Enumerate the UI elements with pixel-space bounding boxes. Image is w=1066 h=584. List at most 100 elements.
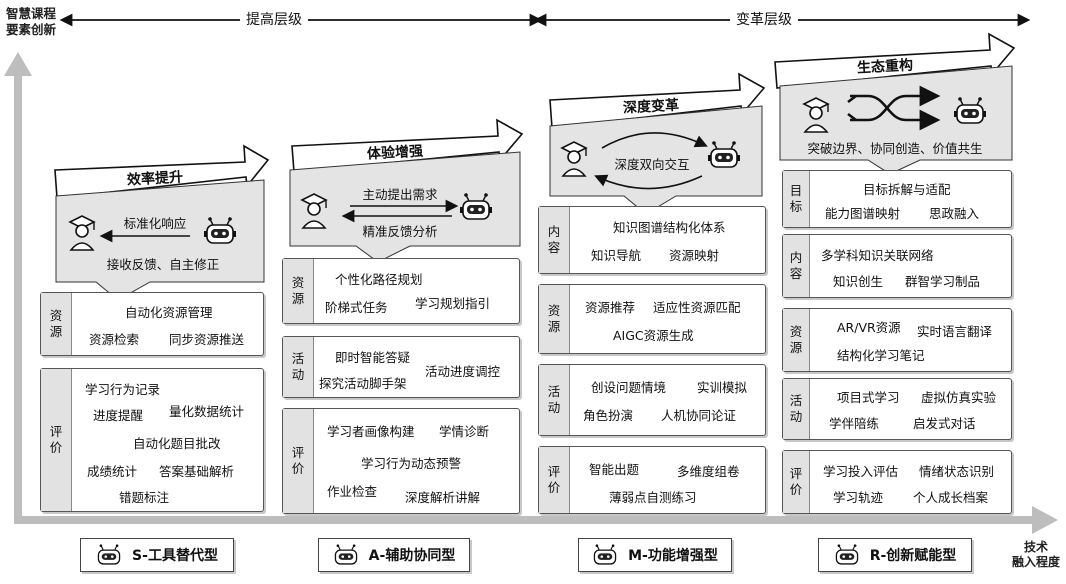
list-item: 适应性资源匹配 — [653, 300, 741, 315]
row-label: 目 标 — [783, 171, 810, 227]
legend-label: M-功能增强型 — [628, 548, 718, 564]
list-item: 人机协同论证 — [661, 408, 737, 423]
row-label: 内 容 — [783, 235, 810, 297]
row-label: 活 动 — [283, 337, 314, 397]
list-item: AR/VR资源 — [837, 320, 901, 335]
list-item: 学习者画像构建 — [327, 424, 415, 439]
row-label: 活 动 — [539, 365, 570, 435]
list-item: 智能出题 — [589, 462, 640, 477]
list-item: 薄弱点自测练习 — [609, 490, 697, 505]
robot-icon — [835, 544, 858, 565]
list-item: 个性化路径规划 — [335, 272, 423, 287]
cross-arrows-icon — [847, 85, 941, 131]
y-axis-title-line2: 要素创新 — [6, 22, 57, 37]
x-axis-title-line1: 技术 — [1023, 540, 1048, 554]
stage4-row-activities: 活 动 项目式学习 虚拟仿真实验 学伴陪练 启发式对话 — [782, 378, 1012, 440]
x-axis — [14, 506, 1058, 534]
list-item: 探究活动脚手架 — [319, 376, 407, 391]
legend-a-type: A-辅助协同型 — [318, 538, 470, 572]
list-item: 项目式学习 — [837, 390, 900, 405]
stage2-row-resources: 资 源 个性化路径规划 阶梯式任务 学习规划指引 — [282, 258, 520, 324]
list-item: 学习轨迹 — [833, 490, 884, 505]
stage2-row-evaluation: 评 价 学习者画像构建 学情诊断 学习行为动态预警 作业检查 深度解析讲解 — [282, 408, 520, 514]
row-label: 评 价 — [783, 451, 810, 513]
list-item: 自动化题目批改 — [133, 436, 221, 451]
stage1-row-evaluation: 评 价 学习行为记录 进度提醒 量化数据统计 自动化题目批改 成绩统计 答案基础… — [40, 368, 264, 512]
stage1-row-resources: 资 源 自动化资源管理 资源检索 同步资源推送 — [40, 292, 264, 356]
list-item: AIGC资源生成 — [613, 328, 694, 343]
legend-r-type: R-创新赋能型 — [818, 538, 972, 572]
list-item: 学习行为记录 — [85, 382, 161, 397]
list-item: 知识导航 — [591, 248, 642, 263]
level-label-right: 变革层级 — [730, 11, 798, 29]
list-item: 知识创生 — [833, 274, 884, 289]
robot-icon — [97, 544, 121, 565]
stage3-row-content: 内 容 知识图谱结构化体系 知识导航 资源映射 — [538, 206, 766, 274]
y-axis-title: 智慧课程 要素创新 — [6, 6, 66, 38]
robot-icon — [204, 217, 236, 244]
list-item: 学伴陪练 — [829, 416, 880, 431]
list-item: 目标拆解与适配 — [863, 182, 951, 197]
double-arrow-icon — [341, 199, 459, 223]
robot-icon — [593, 544, 617, 565]
list-item: 思政融入 — [929, 206, 980, 221]
list-item: 自动化资源管理 — [125, 305, 213, 320]
robot-icon — [334, 544, 357, 565]
callout-2-bottom-text: 精准反馈分析 — [362, 224, 438, 239]
list-item: 学习投入评估 — [823, 464, 899, 479]
list-item: 个人成长档案 — [913, 490, 989, 505]
row-label: 内 容 — [539, 207, 570, 273]
stage2-row-activities: 活 动 即时智能答疑 活动进度调控 探究活动脚手架 — [282, 336, 520, 398]
callout-2 — [289, 151, 521, 263]
list-item: 错题标注 — [119, 490, 170, 505]
row-label: 活 动 — [783, 379, 810, 439]
student-icon — [560, 141, 588, 177]
row-label: 资 源 — [283, 259, 314, 323]
list-item: 学习行为动态预警 — [361, 456, 462, 471]
row-label: 评 价 — [41, 369, 72, 511]
list-item: 活动进度调控 — [425, 364, 501, 379]
list-item: 答案基础解析 — [159, 464, 235, 479]
legend-s-type: S-工具替代型 — [80, 538, 234, 572]
list-item: 实时语言翻译 — [917, 324, 993, 339]
callout-4 — [779, 65, 1013, 175]
legend-label: S-工具替代型 — [132, 548, 218, 564]
list-item: 学习规划指引 — [415, 296, 491, 311]
list-item: 资源映射 — [669, 248, 720, 263]
row-label: 资 源 — [783, 309, 810, 371]
callout-4-text: 突破边界、协同创造、价值共生 — [807, 141, 983, 156]
list-item: 进度提醒 — [93, 408, 144, 423]
x-axis-title-line2: 融入程度 — [1011, 555, 1060, 569]
robot-icon — [954, 97, 986, 124]
list-item: 成绩统计 — [87, 464, 138, 479]
stage4-row-content: 内 容 多学科知识关联网络 知识创生 群智学习制品 — [782, 234, 1012, 298]
list-item: 情绪状态识别 — [919, 464, 995, 479]
level-label-left: 提高层级 — [240, 11, 308, 29]
list-item: 学情诊断 — [439, 424, 490, 439]
list-item: 阶梯式任务 — [325, 300, 388, 315]
legend-m-type: M-功能增强型 — [578, 538, 732, 572]
student-icon — [802, 97, 830, 133]
list-item: 创设问题情境 — [591, 380, 667, 395]
stage4-row-evaluation: 评 价 学习投入评估 情绪状态识别 学习轨迹 个人成长档案 — [782, 450, 1012, 514]
list-item: 群智学习制品 — [905, 274, 981, 289]
legend-label: R-创新赋能型 — [869, 548, 957, 564]
list-item: 知识图谱结构化体系 — [613, 220, 726, 235]
callout-1-top-text: 标准化响应 — [123, 216, 187, 231]
stage4-row-resources: 资 源 AR/VR资源 实时语言翻译 结构化学习笔记 — [782, 308, 1012, 372]
callout-1-bottom-text: 接收反馈、自主修正 — [106, 257, 220, 272]
robot-icon — [708, 141, 740, 168]
robot-icon — [460, 193, 492, 220]
callout-3-text: 深度双向交互 — [614, 157, 690, 172]
list-item: 深度解析讲解 — [405, 490, 481, 505]
list-item: 即时智能答疑 — [335, 350, 411, 365]
callout-3 — [549, 105, 763, 215]
list-item: 实训模拟 — [697, 380, 748, 395]
callout-1 — [55, 179, 265, 301]
student-icon — [68, 215, 96, 251]
row-label: 评 价 — [539, 447, 570, 513]
list-item: 结构化学习笔记 — [837, 348, 925, 363]
y-axis — [4, 52, 32, 522]
list-item: 量化数据统计 — [169, 404, 245, 419]
y-axis-title-line1: 智慧课程 — [6, 6, 57, 21]
